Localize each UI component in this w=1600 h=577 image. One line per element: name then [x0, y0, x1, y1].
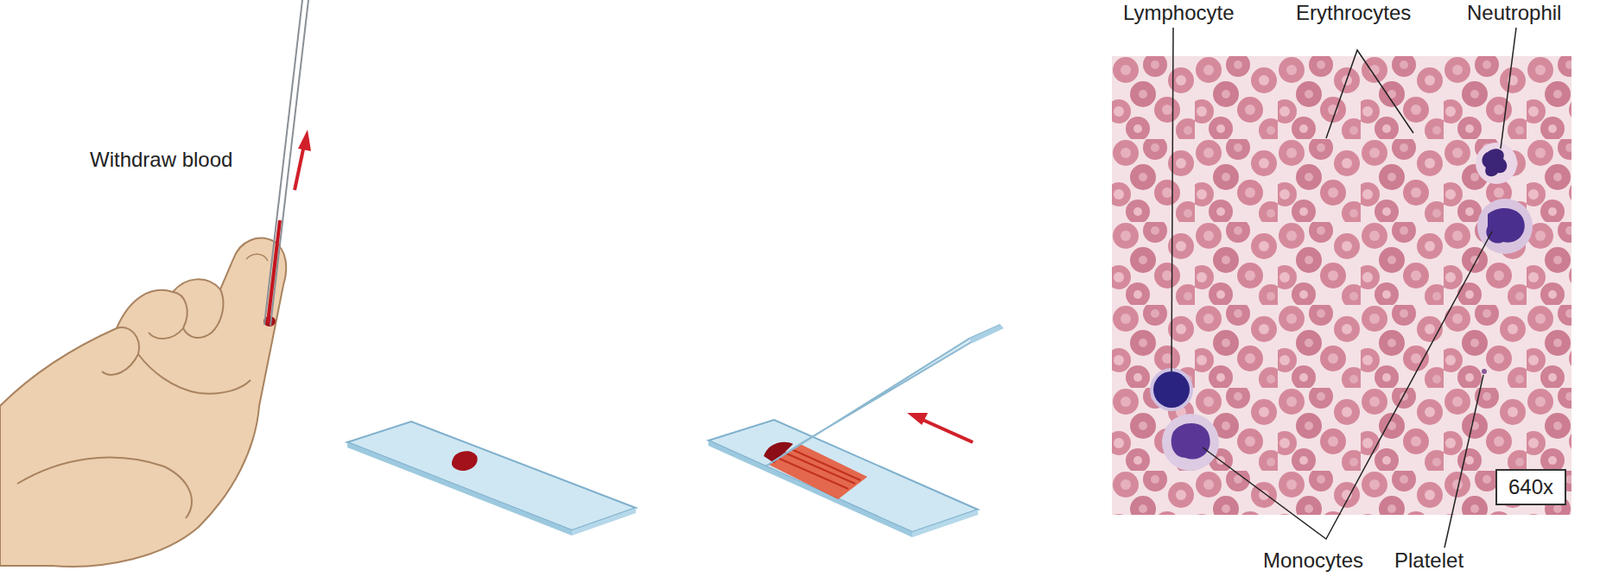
cell-label: Erythrocytes — [1295, 1, 1411, 25]
cell-label: Platelet — [1394, 549, 1464, 572]
smear-slides — [708, 324, 1004, 538]
leader-lines — [1171, 27, 1517, 548]
text: 640x — [1508, 475, 1554, 500]
magnification-box: 640x — [1495, 469, 1567, 506]
step-label: Withdraw blood — [89, 148, 233, 172]
glass-slide — [347, 421, 636, 536]
cell-label: Lymphocyte — [1123, 1, 1235, 25]
blood-micrograph — [1111, 27, 1572, 548]
cell-label: Neutrophil — [1466, 1, 1562, 25]
hand-illustration — [0, 0, 312, 567]
cell-label: Monocytes — [1263, 549, 1364, 572]
